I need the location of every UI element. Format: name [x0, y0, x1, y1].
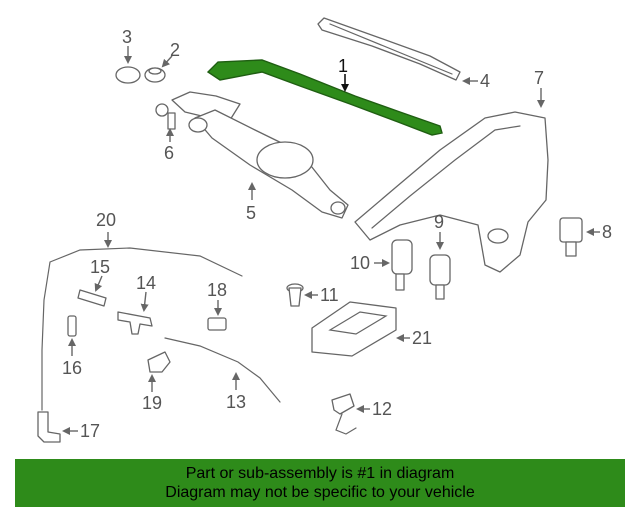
- grommet-body: [288, 287, 302, 307]
- callout-18[interactable]: 18: [207, 280, 227, 300]
- blade-rail: [329, 23, 453, 75]
- motor-body: [256, 141, 314, 179]
- part-7-washer-reservoir[interactable]: [354, 88, 549, 273]
- pump10-nozzle: [395, 273, 405, 291]
- callout-19[interactable]: 19: [142, 393, 162, 413]
- part-4-wiper-blade[interactable]: [317, 17, 478, 85]
- bolt-shank: [167, 112, 176, 130]
- leader-15: [94, 275, 103, 292]
- part-21-control-module[interactable]: [311, 301, 410, 357]
- part-18-clip[interactable]: [207, 300, 227, 331]
- pivot-right: [330, 201, 346, 215]
- callout-7[interactable]: 7: [534, 68, 544, 88]
- callout-14[interactable]: 14: [136, 273, 156, 293]
- pump10-body: [391, 239, 413, 275]
- elbow-shape: [37, 411, 61, 443]
- bracket-shape: [147, 351, 171, 373]
- reservoir-shape: [354, 111, 549, 273]
- part-14-t-connector[interactable]: [117, 291, 153, 335]
- callout-11[interactable]: 11: [320, 285, 339, 305]
- info-banner: Part or sub-assembly is #1 in diagram Di…: [15, 459, 625, 507]
- callout-15[interactable]: 15: [90, 257, 110, 277]
- module-top: [311, 301, 397, 357]
- clip18-body: [207, 317, 227, 331]
- callout-9[interactable]: 9: [434, 212, 444, 232]
- callout-12[interactable]: 12: [372, 399, 392, 419]
- part-17-elbow[interactable]: [37, 411, 78, 443]
- callout-21[interactable]: 21: [412, 328, 432, 348]
- part-13-washer-hose[interactable]: [164, 337, 281, 403]
- banner-line-1: Part or sub-assembly is #1 in diagram: [185, 465, 455, 482]
- part-9-washer-pump[interactable]: [429, 232, 451, 300]
- parts-diagram: 1 2 3 4 5 6 7 8 9 10 11 12 13 14 15 16 1…: [37, 17, 612, 443]
- pivot-left: [188, 117, 208, 133]
- part-15-connector[interactable]: [77, 275, 107, 307]
- callout-2[interactable]: 2: [170, 40, 180, 60]
- callout-1[interactable]: 1: [338, 56, 348, 76]
- nozzle-lead-wire: [335, 413, 357, 435]
- banner-line-2: Diagram may not be specific to your vehi…: [165, 484, 475, 501]
- sensor-body: [559, 217, 583, 243]
- wiper-arm-shape: [206, 59, 443, 136]
- callout-16[interactable]: 16: [62, 358, 82, 378]
- callout-5[interactable]: 5: [246, 203, 256, 223]
- callout-10[interactable]: 10: [350, 253, 370, 273]
- callout-6[interactable]: 6: [164, 143, 174, 163]
- part-6-bolt[interactable]: [155, 103, 176, 142]
- part-10-washer-pump[interactable]: [374, 239, 413, 291]
- nozzle-shape: [331, 393, 355, 415]
- part-11-grommet[interactable]: [286, 283, 318, 307]
- bolt-head: [155, 103, 169, 117]
- part-16-check-valve[interactable]: [67, 315, 77, 356]
- hose13-shape: [164, 337, 281, 403]
- part-19-bracket[interactable]: [147, 351, 171, 392]
- part-1-wiper-arm[interactable]: [206, 59, 443, 136]
- leader-14: [140, 291, 149, 312]
- reservoir-edge: [371, 125, 521, 229]
- tconn-shape: [117, 311, 153, 335]
- hose20-shape: [41, 247, 243, 411]
- callout-17[interactable]: 17: [80, 421, 100, 441]
- cap-shape: [115, 66, 141, 84]
- callout-8[interactable]: 8: [602, 222, 612, 242]
- module-detail: [328, 311, 388, 335]
- pump9-body: [429, 254, 451, 286]
- callout-4[interactable]: 4: [480, 71, 490, 91]
- part-20-washer-hose[interactable]: [41, 232, 243, 411]
- valve-body: [67, 315, 77, 337]
- part-8-level-sensor[interactable]: [559, 217, 600, 257]
- sensor-stem: [565, 241, 577, 257]
- nut-top: [148, 67, 162, 75]
- part-5-wiper-linkage[interactable]: [171, 91, 349, 219]
- part-3-cap[interactable]: [115, 46, 141, 84]
- leader-2: [161, 55, 173, 68]
- callout-13[interactable]: 13: [226, 392, 246, 412]
- callout-labels: 1 2 3 4 5 6 7 8 9 10 11 12 13 14 15 16 1…: [62, 27, 612, 441]
- part-12-washer-nozzle[interactable]: [331, 393, 370, 435]
- linkage-arm-upper: [171, 91, 241, 121]
- connector15-shape: [77, 289, 107, 307]
- reservoir-fill-neck: [487, 228, 509, 244]
- pump9-nozzle: [435, 284, 445, 300]
- part-2-nut[interactable]: [144, 55, 173, 83]
- callout-3[interactable]: 3: [122, 27, 132, 47]
- callout-20[interactable]: 20: [96, 210, 116, 230]
